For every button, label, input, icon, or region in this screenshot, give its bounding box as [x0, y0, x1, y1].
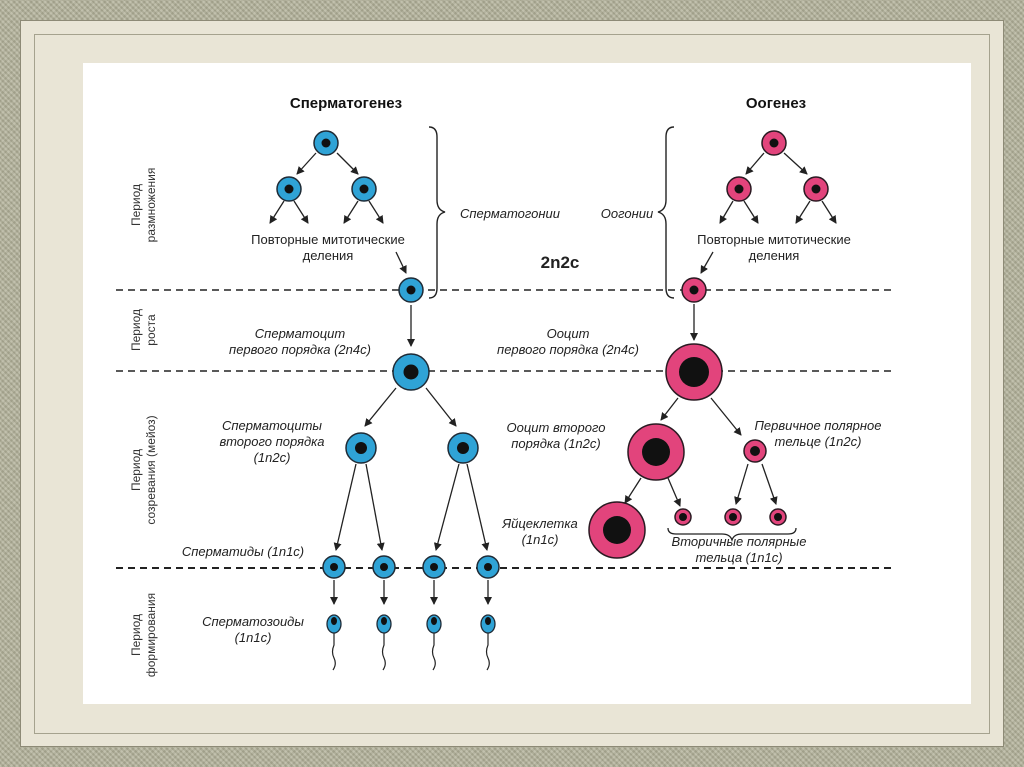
oogonia-brace — [657, 126, 675, 299]
svg-text:Вторичные полярные: Вторичные полярные — [672, 534, 807, 549]
svg-text:Сперматоцит: Сперматоцит — [255, 326, 346, 341]
spermatids-label: Сперматиды (1n1c) — [182, 544, 304, 559]
svg-text:порядка (1n2c): порядка (1n2c) — [511, 436, 600, 451]
svg-text:(1n1c): (1n1c) — [235, 630, 272, 645]
svg-text:созревания (мейоз): созревания (мейоз) — [144, 415, 158, 524]
svg-text:роста: роста — [144, 314, 158, 346]
secondary-oocyte-label: Ооцит второго порядка (1n2c) — [507, 420, 606, 451]
svg-text:формирования: формирования — [144, 593, 158, 677]
spermatozoon — [326, 614, 342, 671]
inner-frame — [34, 34, 990, 734]
oo-arrows — [624, 152, 837, 507]
svg-text:Яйцеклетка: Яйцеклетка — [501, 516, 578, 531]
secondary-polar-body-cell — [769, 508, 787, 526]
svg-text:тельце (1n2c): тельце (1n2c) — [775, 434, 862, 449]
first-polar-body-cell — [743, 439, 767, 463]
svg-text:Ооцит второго: Ооцит второго — [507, 420, 606, 435]
spermatogonium-cell — [313, 130, 339, 156]
ploidy-label: 2n2c — [541, 253, 580, 272]
svg-text:Период: Период — [129, 184, 143, 226]
svg-text:тельца (1n1c): тельца (1n1c) — [695, 550, 782, 565]
primary-spermatocyte-cell — [392, 353, 430, 391]
oogonium-cell — [803, 176, 829, 202]
first-polar-body-label: Первичное полярное тельце (1n2c) — [754, 418, 881, 449]
svg-text:Период: Период — [129, 614, 143, 656]
oogonium-cell — [761, 130, 787, 156]
svg-text:(1n1c): (1n1c) — [522, 532, 559, 547]
svg-text:размножения: размножения — [144, 168, 158, 243]
oogonia-label: Оогонии — [601, 206, 653, 221]
svg-text:Сперматоциты: Сперматоциты — [222, 418, 322, 433]
svg-text:первого порядка (2n4c): первого порядка (2n4c) — [229, 342, 371, 357]
secondary-spermatocyte-cell — [447, 432, 479, 464]
svg-text:Повторные митотические: Повторные митотические — [251, 232, 405, 247]
svg-text:Период: Период — [129, 449, 143, 491]
svg-text:Период: Период — [129, 309, 143, 351]
svg-text:деления: деления — [303, 248, 354, 263]
egg-cell — [588, 501, 646, 559]
spermatogonium-cell — [398, 277, 424, 303]
sperm-arrows — [269, 152, 492, 605]
period-reproduction-label: Период размножения — [129, 168, 158, 243]
oo-mitotic-divisions-label: Повторные митотические деления — [697, 232, 851, 263]
oogonium-cell — [681, 277, 707, 303]
oogonium-cell — [726, 176, 752, 202]
spermatozoon — [426, 614, 442, 671]
svg-text:Повторные митотические: Повторные митотические — [697, 232, 851, 247]
svg-text:второго порядка: второго порядка — [219, 434, 324, 449]
spermatozoa-label: Сперматозоиды (1n1c) — [202, 614, 304, 645]
primary-spermatocyte-label: Сперматоцит первого порядка (2n4c) — [229, 326, 371, 357]
spermatogonium-cell — [351, 176, 377, 202]
svg-text:деления: деления — [749, 248, 800, 263]
spermatogonia-label: Сперматогонии — [460, 206, 560, 221]
svg-text:(1n2c): (1n2c) — [254, 450, 291, 465]
svg-text:Ооцит: Ооцит — [547, 326, 590, 341]
primary-oocyte-label: Ооцит первого порядка (2n4c) — [497, 326, 639, 357]
polar-bodies-brace — [667, 527, 797, 543]
secondary-polar-body-cell — [674, 508, 692, 526]
spermatid-cell — [372, 555, 396, 579]
svg-text:Первичное полярное: Первичное полярное — [754, 418, 881, 433]
period-formation-label: Период формирования — [129, 593, 158, 677]
primary-oocyte-cell — [665, 343, 723, 401]
diagram-panel — [83, 63, 971, 704]
spermatozoon — [376, 614, 392, 671]
spermatid-cell — [322, 555, 346, 579]
period-growth-label: Период роста — [129, 309, 158, 351]
spermatogonia-brace — [428, 126, 446, 299]
sperm-mitotic-divisions-label: Повторные митотические деления — [251, 232, 405, 263]
spermatid-cell — [476, 555, 500, 579]
svg-text:Сперматозоиды: Сперматозоиды — [202, 614, 304, 629]
oogenesis-header: Оогенез — [746, 95, 806, 112]
period-maturation-label: Период созревания (мейоз) — [129, 415, 158, 524]
spermatid-cell — [422, 555, 446, 579]
secondary-oocyte-cell — [627, 423, 685, 481]
secondary-polar-bodies-label: Вторичные полярные тельца (1n1c) — [672, 534, 807, 565]
secondary-spermatocyte-cell — [345, 432, 377, 464]
egg-label: Яйцеклетка (1n1c) — [501, 516, 578, 547]
secondary-polar-body-cell — [724, 508, 742, 526]
secondary-spermatocytes-label: Сперматоциты второго порядка (1n2c) — [219, 418, 324, 465]
spermatogonium-cell — [276, 176, 302, 202]
svg-text:первого порядка (2n4c): первого порядка (2n4c) — [497, 342, 639, 357]
spermatozoon — [480, 614, 496, 671]
spermatogenesis-header: Сперматогенез — [290, 95, 402, 112]
